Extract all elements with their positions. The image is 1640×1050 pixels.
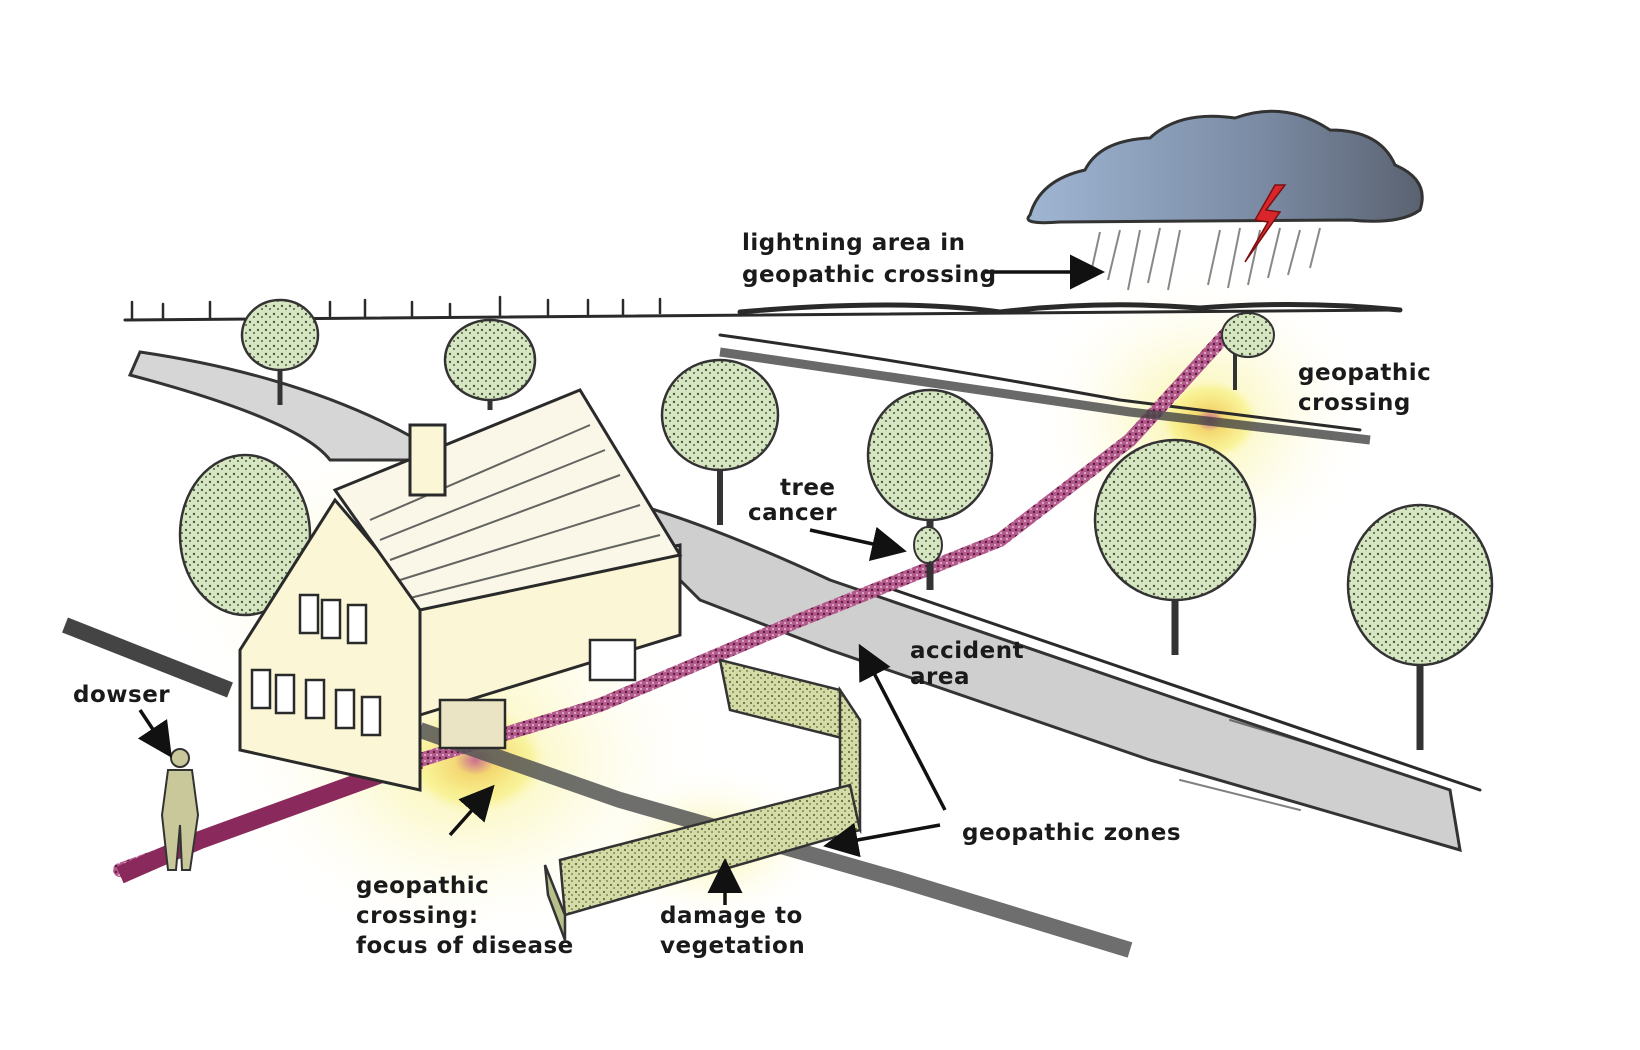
label-tree-cancer-line1: tree (780, 475, 836, 501)
field-lines (718, 333, 1482, 792)
tree-icon (240, 298, 320, 405)
dowser-figure-icon (160, 748, 200, 871)
tree-icon (1093, 438, 1257, 655)
label-accident-area-line1: accident (910, 638, 1024, 664)
label-vegetation-line1: damage to (660, 903, 803, 929)
hedge-icon (543, 658, 862, 941)
tree-icon (443, 318, 537, 410)
label-geopathic-crossing-right-line2: crossing (1298, 390, 1411, 416)
label-vegetation-line2: vegetation (660, 933, 805, 959)
tree-icon (660, 358, 780, 525)
label-disease-line3: focus of disease (356, 933, 574, 959)
annotation-arrows (137, 254, 1105, 905)
label-dowser: dowser (73, 682, 170, 708)
main-road (616, 497, 1462, 853)
tree-icon (178, 453, 312, 617)
label-lightning-area-line1: lightning area in (742, 230, 965, 256)
label-geopathic-zones: geopathic zones (962, 820, 1181, 846)
label-accident-area-line2: area (910, 664, 970, 690)
label-geopathic-crossing-right-line1: geopathic (1298, 360, 1431, 386)
tree-icon (1221, 312, 1275, 390)
horizon (123, 295, 1403, 322)
lightning-bolt-icon (1244, 184, 1287, 263)
label-disease-line1: geopathic (356, 873, 489, 899)
label-lightning-area-line2: geopathic crossing (742, 262, 997, 288)
label-disease-line2: crossing: (356, 903, 479, 929)
label-tree-cancer-line2: cancer (748, 500, 837, 526)
tree-cancer-tree (866, 388, 994, 590)
house-icon (238, 388, 683, 792)
tree-icon (1346, 503, 1494, 750)
cloud-icon (1026, 109, 1424, 291)
